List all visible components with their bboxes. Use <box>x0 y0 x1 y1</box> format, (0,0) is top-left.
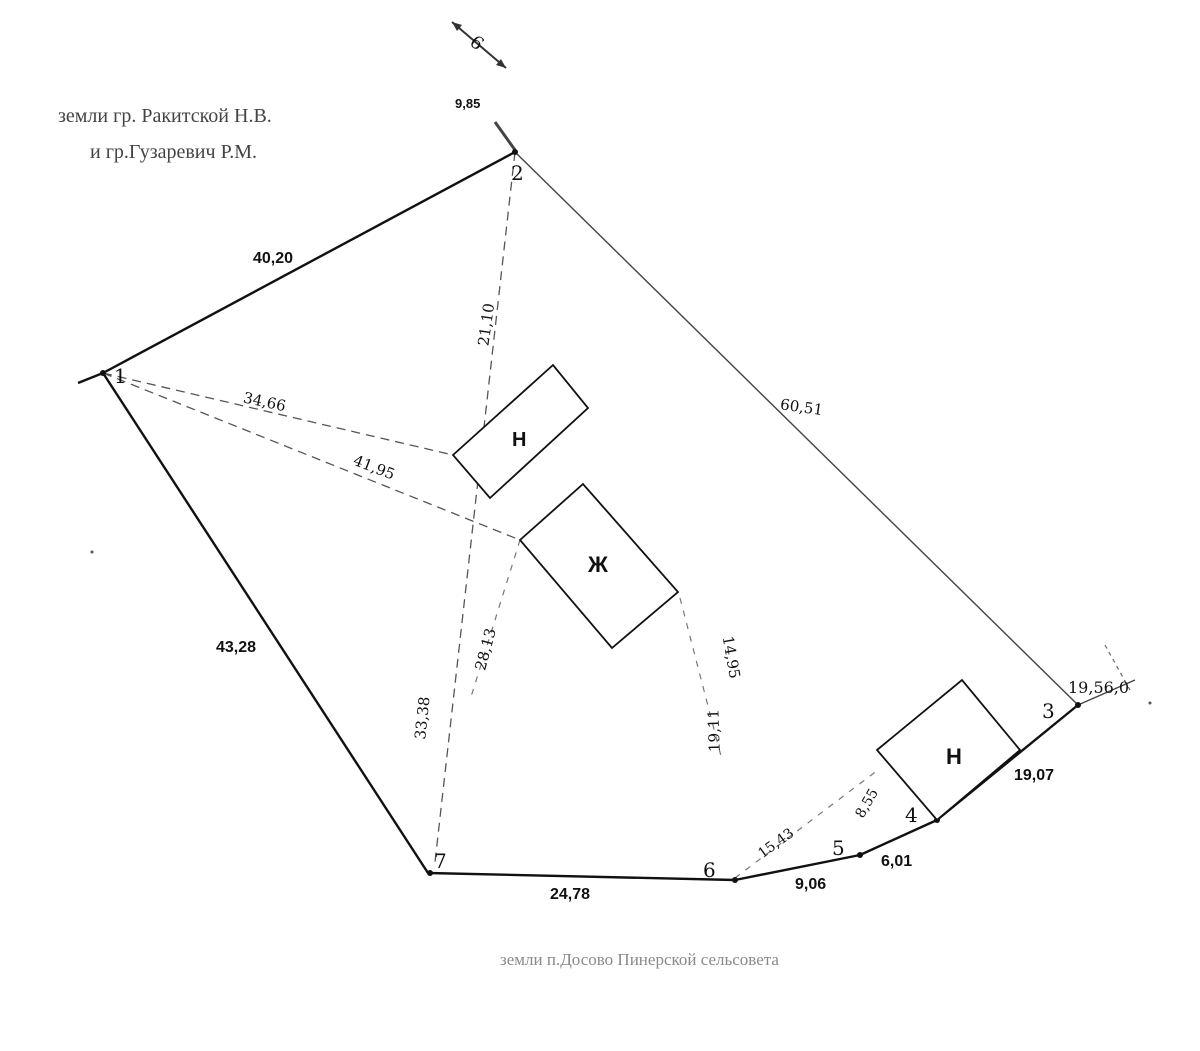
length-right-upper: 14,95 <box>719 635 744 680</box>
length-n2-tie: 8,55 <box>853 786 882 821</box>
length-7-cross: 33,38 <box>411 696 433 741</box>
length-7-1: 43,28 <box>216 639 256 656</box>
building-zh-label: Ж <box>587 552 608 577</box>
point-label-5: 5 <box>832 836 845 860</box>
length-3-4: 19,07 <box>1014 767 1054 784</box>
building-zh: Ж <box>518 482 680 650</box>
point-label-2: 2 <box>511 161 524 185</box>
point-label-6: 6 <box>703 858 716 882</box>
length-1-zh: 41,95 <box>351 451 398 483</box>
building-n2: Н <box>875 678 1022 822</box>
building-n1-label: Н <box>512 429 526 451</box>
length-1-2: 40,20 <box>253 250 293 267</box>
plot-boundary <box>77 150 1079 882</box>
top-tie-length: 9,85 <box>455 96 480 111</box>
building-n2-label: Н <box>946 744 962 769</box>
point-label-3: 3 <box>1042 699 1055 723</box>
top-tie-marker <box>451 21 517 151</box>
neighbor-note-line1: земли гр. Ракитской Н.В. <box>58 105 272 127</box>
dashed-measurements <box>102 151 879 879</box>
top-tie-tick: 6 <box>465 31 487 54</box>
right-tie-length: 19,56,0 <box>1068 678 1129 697</box>
point-label-4: 4 <box>905 803 918 827</box>
length-right-lower: 19,11 <box>704 709 723 753</box>
point-label-7: 7 <box>434 849 447 873</box>
length-zh-down: 28,13 <box>471 626 500 672</box>
scan-speck <box>1148 701 1152 705</box>
neighbor-note-bottom: земли п.Досово Пинерской сельсовета <box>500 950 779 969</box>
building-n1: Н <box>451 363 590 500</box>
point-label-1: 1 <box>114 364 127 388</box>
length-4-5: 6,01 <box>881 853 912 870</box>
right-tie-marker <box>1077 644 1136 706</box>
scan-speck <box>90 550 94 554</box>
length-5-6: 9,06 <box>795 876 826 893</box>
length-2-mid: 21,10 <box>474 302 498 347</box>
neighbor-note-line2: и гр.Гузаревич Р.М. <box>90 141 257 163</box>
length-6-7: 24,78 <box>550 886 590 903</box>
length-6-tie: 15,43 <box>755 825 797 862</box>
length-2-3: 60,51 <box>779 395 824 419</box>
